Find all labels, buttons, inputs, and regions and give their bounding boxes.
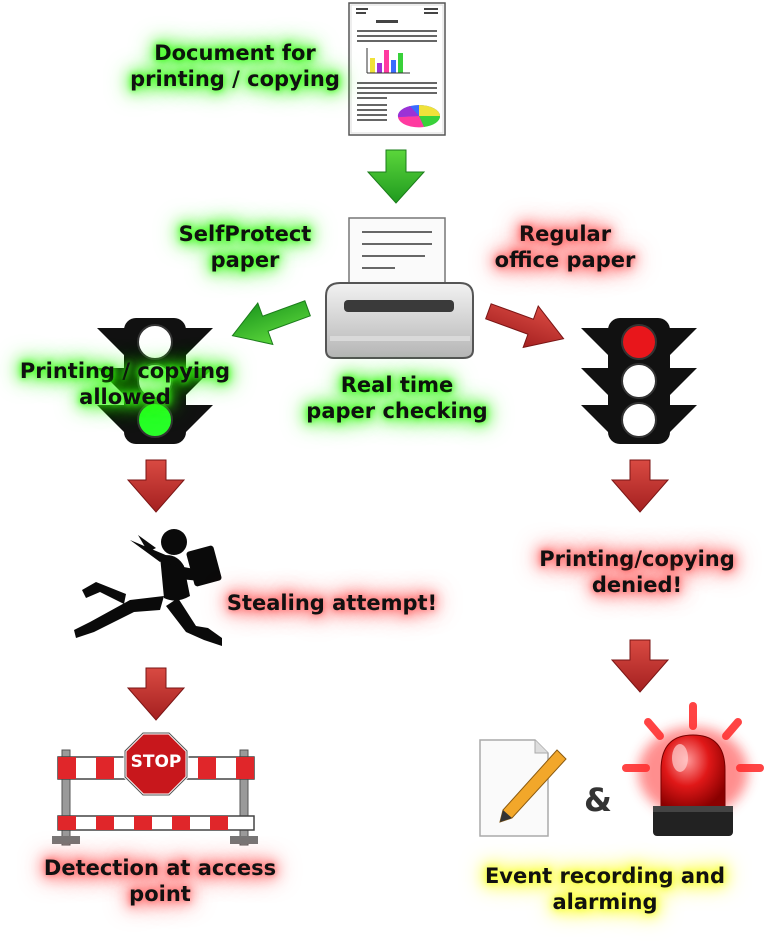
label-denied-line-2: denied! — [591, 573, 683, 598]
label-selfprotect: SelfProtect paper — [165, 221, 325, 274]
label-regular: Regular office paper — [485, 221, 645, 274]
label-regular-line-2: office paper — [494, 248, 636, 273]
label-selfprotect-line-1: SelfProtect — [178, 222, 312, 246]
label-event-line-2: alarming — [552, 890, 658, 915]
notepad-pencil-icon — [479, 739, 567, 837]
label-document: Document for printing / copying — [120, 40, 350, 93]
arrow-red-right — [485, 303, 565, 349]
ampersand: & — [584, 781, 612, 819]
arrow-down-red-right-1 — [610, 459, 670, 513]
traffic-light-green-icon — [97, 318, 213, 444]
label-stealing: Stealing attempt! — [226, 591, 438, 615]
label-denied-line-1: Printing/copying — [539, 547, 735, 571]
traffic-light-red-icon — [581, 318, 697, 444]
label-regular-line-1: Regular — [518, 222, 612, 246]
label-checking-line-1: Real time — [340, 373, 454, 397]
document-icon — [348, 2, 446, 136]
label-allowed-line-1: Printing / copying — [19, 359, 231, 383]
label-detection-line-1: Detection at access — [43, 856, 277, 880]
label-denied: Printing/copying denied! — [522, 546, 752, 599]
running-thief-icon — [74, 529, 222, 646]
arrow-down-red-left-1 — [126, 459, 186, 513]
stop-barrier-icon — [52, 731, 258, 846]
label-checking-line-2: paper checking — [306, 399, 488, 424]
label-document-line-1: Document for — [154, 41, 316, 65]
printer-icon — [325, 217, 474, 359]
label-checking: Real time paper checking — [292, 372, 502, 425]
label-allowed: Printing / copying allowed — [10, 358, 240, 411]
arrow-down-red-right-2 — [610, 639, 670, 693]
label-event-line-1: Event recording and — [484, 864, 726, 888]
label-allowed-line-2: allowed — [79, 385, 171, 410]
arrow-down-green — [366, 149, 426, 204]
label-detection-line-2: point — [129, 882, 191, 907]
alarm-beacon-icon — [622, 702, 764, 836]
arrow-green-left — [231, 300, 311, 346]
label-selfprotect-line-2: paper — [210, 248, 280, 273]
label-event: Event recording and alarming — [470, 863, 740, 916]
stop-sign-text: STOP — [130, 752, 182, 772]
arrow-down-red-left-2 — [126, 667, 186, 721]
label-detection: Detection at access point — [30, 855, 290, 908]
label-document-line-2: printing / copying — [130, 67, 340, 92]
